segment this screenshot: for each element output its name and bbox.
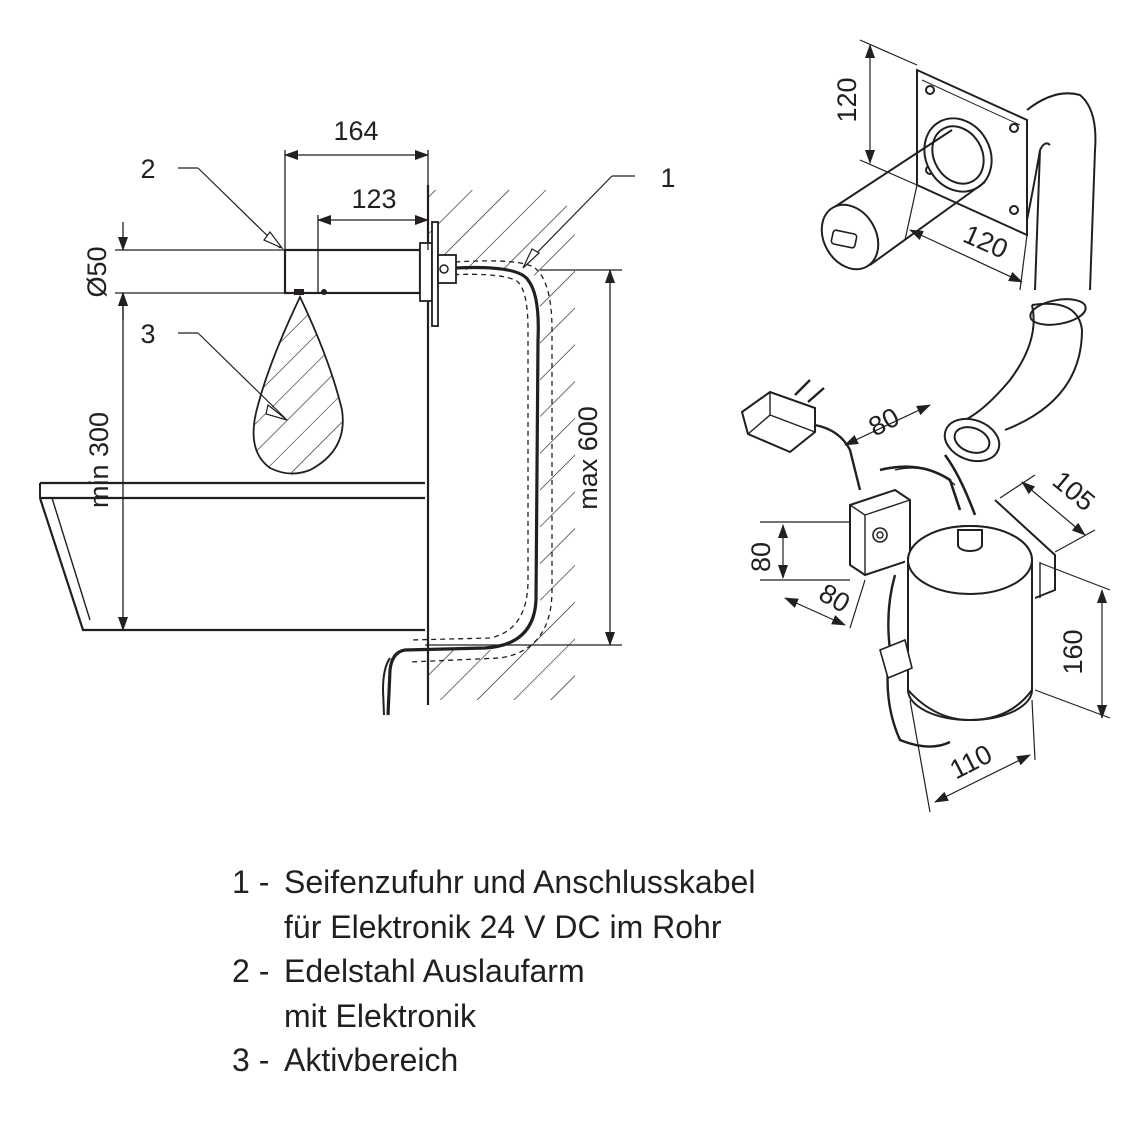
- section-view: 164 123 Ø50 min 300 max 600: [38, 116, 676, 716]
- supply-cable: [386, 265, 540, 716]
- legend-line: mit Elektronik: [284, 997, 477, 1034]
- dim-tank-depth-label: 110: [945, 739, 997, 785]
- legend-item-1: 1 - Seifenzufuhr und Anschlusskabel für …: [232, 860, 755, 949]
- conduit-outline: [409, 260, 553, 663]
- isometric-spout: [820, 39, 1097, 291]
- legend-line: Aktivbereich: [284, 1042, 459, 1078]
- dim-adapter-width-label: 80: [864, 402, 904, 442]
- dim-tank-height-label: 160: [1058, 629, 1088, 674]
- callout-1: 1: [522, 163, 676, 269]
- dim-min300-label: min 300: [84, 412, 114, 508]
- legend-line: Edelstahl Auslaufarm: [284, 953, 585, 989]
- dim-123-label: 123: [351, 184, 396, 214]
- legend-line: für Elektronik 24 V DC im Rohr: [284, 908, 722, 945]
- legend-item-2: 2 - Edelstahl Auslaufarm mit Elektronik: [232, 949, 755, 1038]
- callout-3: 3: [140, 319, 288, 421]
- isometric-tank-assembly: [740, 298, 1111, 813]
- sink: [38, 481, 425, 632]
- callout-2-label: 2: [140, 154, 155, 184]
- legend-number: 3 -: [232, 1042, 270, 1078]
- dim-valve-height-label: 80: [746, 542, 776, 572]
- dimension-max600: max 600: [425, 269, 622, 646]
- active-area: [252, 294, 344, 475]
- dimension-d50: Ø50: [82, 222, 285, 320]
- legend-line: Seifenzufuhr und Anschlusskabel: [284, 864, 756, 900]
- dim-flange-height-label: 120: [832, 77, 862, 122]
- dim-164-label: 164: [333, 116, 378, 146]
- legend-number: 1 -: [232, 864, 270, 900]
- callout-3-label: 3: [140, 319, 155, 349]
- dim-max600-label: max 600: [573, 406, 603, 510]
- spout-arm: [283, 221, 457, 327]
- dimension-164: 164: [284, 116, 429, 250]
- dim-d50-label: Ø50: [82, 246, 112, 297]
- legend: 1 - Seifenzufuhr und Anschlusskabel für …: [232, 860, 755, 1083]
- legend-number: 2 -: [232, 953, 270, 989]
- callout-1-label: 1: [660, 163, 675, 193]
- callout-2: 2: [140, 154, 284, 250]
- dimension-min300: min 300: [84, 292, 128, 631]
- dim-valve-depth-label: 80: [814, 578, 855, 619]
- legend-item-3: 3 - Aktivbereich: [232, 1038, 755, 1083]
- dimension-123: 123: [317, 184, 429, 250]
